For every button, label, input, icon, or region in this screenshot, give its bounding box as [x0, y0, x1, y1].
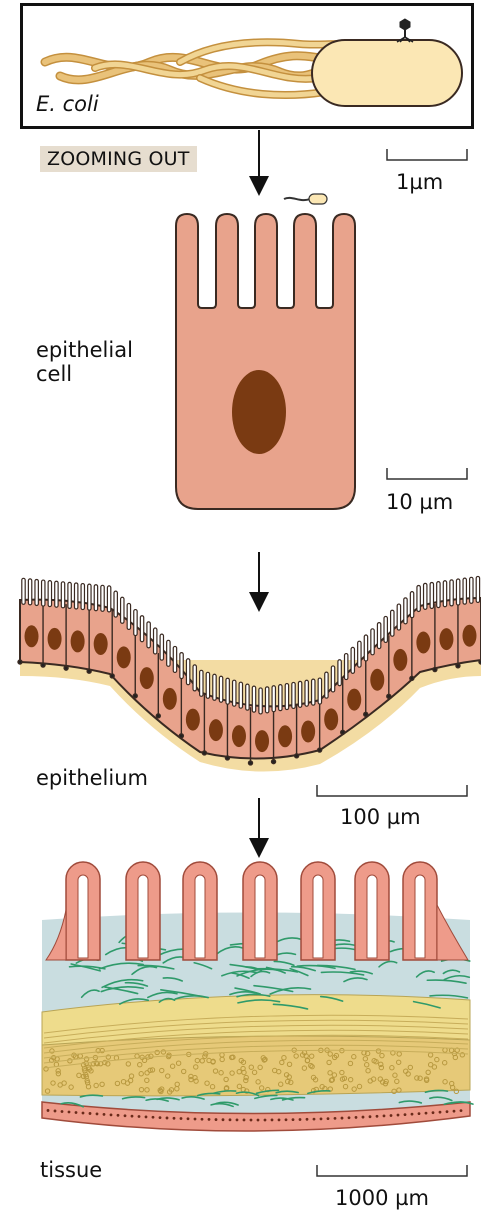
bacterium-icon	[45, 40, 462, 106]
small-bacterium-icon	[284, 194, 327, 204]
epithelial-cell	[176, 214, 355, 509]
bacteriophage-icon	[397, 19, 413, 42]
scale-bar-10um	[387, 468, 467, 479]
tissue-section	[42, 862, 473, 1131]
scale-bar-1000um	[317, 1165, 467, 1176]
scale-bar-1um	[387, 149, 467, 160]
scale-bar-100um	[317, 785, 467, 796]
epithelium-layer	[18, 576, 481, 771]
nucleus	[232, 370, 286, 454]
